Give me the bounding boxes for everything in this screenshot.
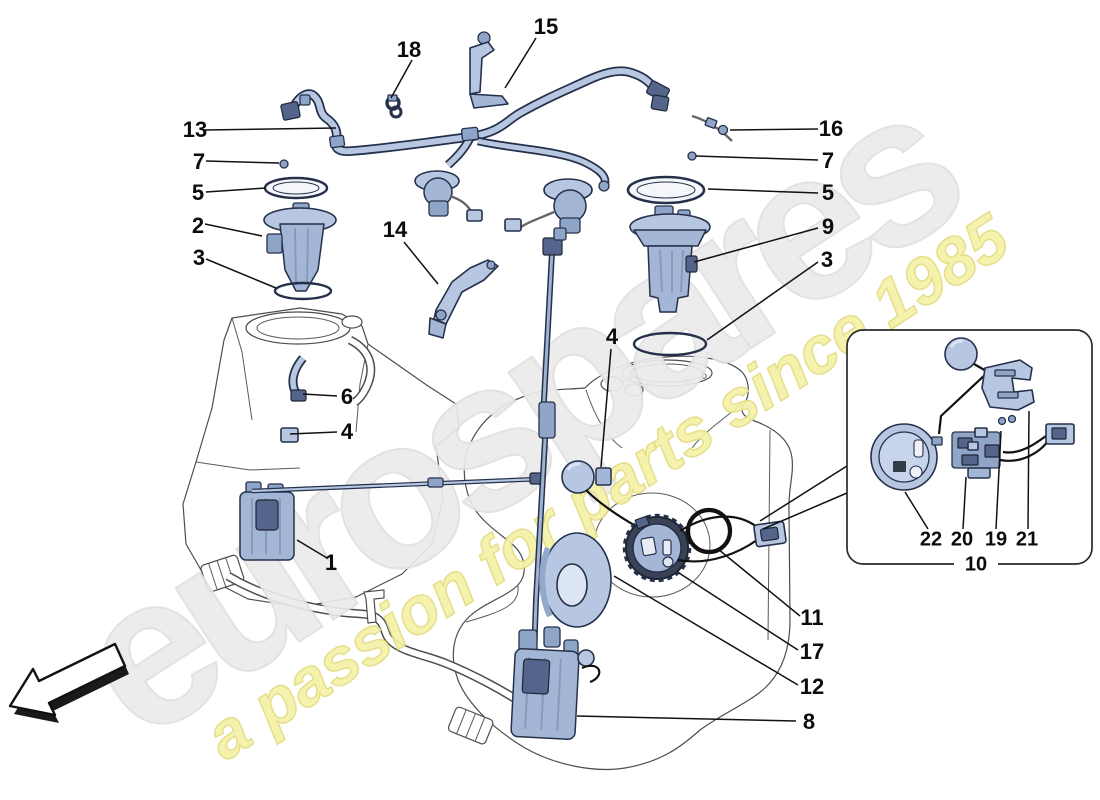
callout-5-right[interactable]: 5 — [821, 180, 835, 205]
callout-13[interactable]: 13 — [182, 117, 208, 142]
pressure-pump-right — [504, 178, 593, 234]
inset-leader-lines — [904, 410, 1030, 530]
callout-10[interactable]: 10 — [964, 553, 988, 576]
tank-sleeve-2 — [447, 706, 494, 745]
damper-disc — [539, 532, 612, 628]
callout-19[interactable]: 19 — [984, 528, 1008, 551]
fuel-pump-module-right — [626, 114, 733, 357]
callout-18[interactable]: 18 — [396, 37, 422, 62]
callout-5-left[interactable]: 5 — [191, 180, 205, 205]
pressure-pump-left — [414, 170, 483, 222]
o-ring-11 — [685, 507, 733, 555]
callout-22[interactable]: 22 — [919, 528, 943, 551]
level-sender-rod — [251, 472, 543, 494]
inset-fastener-2 — [1007, 414, 1017, 424]
callout-20[interactable]: 20 — [950, 528, 974, 551]
callout-16[interactable]: 16 — [818, 116, 844, 141]
bracket-14 — [428, 259, 499, 339]
in-tank-pump-bottom — [510, 626, 601, 741]
callout-17[interactable]: 17 — [799, 639, 825, 664]
inset-group-10 — [759, 329, 1093, 573]
hose-clamp — [385, 94, 403, 119]
inset-pump — [951, 427, 1001, 479]
inset-bracket — [981, 359, 1035, 411]
vent-elbow — [288, 355, 307, 402]
fuel-hose-assembly — [280, 66, 671, 192]
hose-bracket — [363, 589, 385, 624]
callout-9[interactable]: 9 — [821, 214, 835, 239]
callout-4-left[interactable]: 4 — [340, 419, 354, 444]
callout-2[interactable]: 2 — [191, 213, 205, 238]
callout-11[interactable]: 11 — [800, 605, 824, 630]
bracket-15 — [469, 31, 509, 109]
callout-21[interactable]: 21 — [1015, 528, 1039, 551]
inset-fastener — [997, 416, 1007, 426]
lower-white-hose — [225, 572, 525, 707]
leader-lines — [204, 37, 819, 722]
callout-8[interactable]: 8 — [802, 709, 816, 734]
callout-6[interactable]: 6 — [340, 384, 354, 409]
callout-15[interactable]: 15 — [533, 14, 559, 39]
float-and-clip — [561, 460, 649, 534]
callout-1[interactable]: 1 — [324, 550, 338, 575]
inset-float — [944, 337, 978, 371]
callout-7-left[interactable]: 7 — [192, 149, 206, 174]
callout-3-left[interactable]: 3 — [192, 245, 206, 270]
inset-sender-disc — [870, 423, 943, 491]
callout-4-center[interactable]: 4 — [605, 324, 619, 349]
callout-3-right[interactable]: 3 — [820, 247, 834, 272]
fuel-pump-module-left — [263, 159, 337, 301]
direction-arrow-icon — [8, 642, 129, 723]
callout-12[interactable]: 12 — [799, 674, 825, 699]
line-clip-left — [280, 427, 299, 443]
callout-14[interactable]: 14 — [382, 217, 408, 242]
in-tank-pump-left — [239, 481, 295, 561]
callout-7-right[interactable]: 7 — [821, 148, 835, 173]
inset-connector — [999, 423, 1075, 462]
sender-flange-assembly — [622, 507, 787, 583]
